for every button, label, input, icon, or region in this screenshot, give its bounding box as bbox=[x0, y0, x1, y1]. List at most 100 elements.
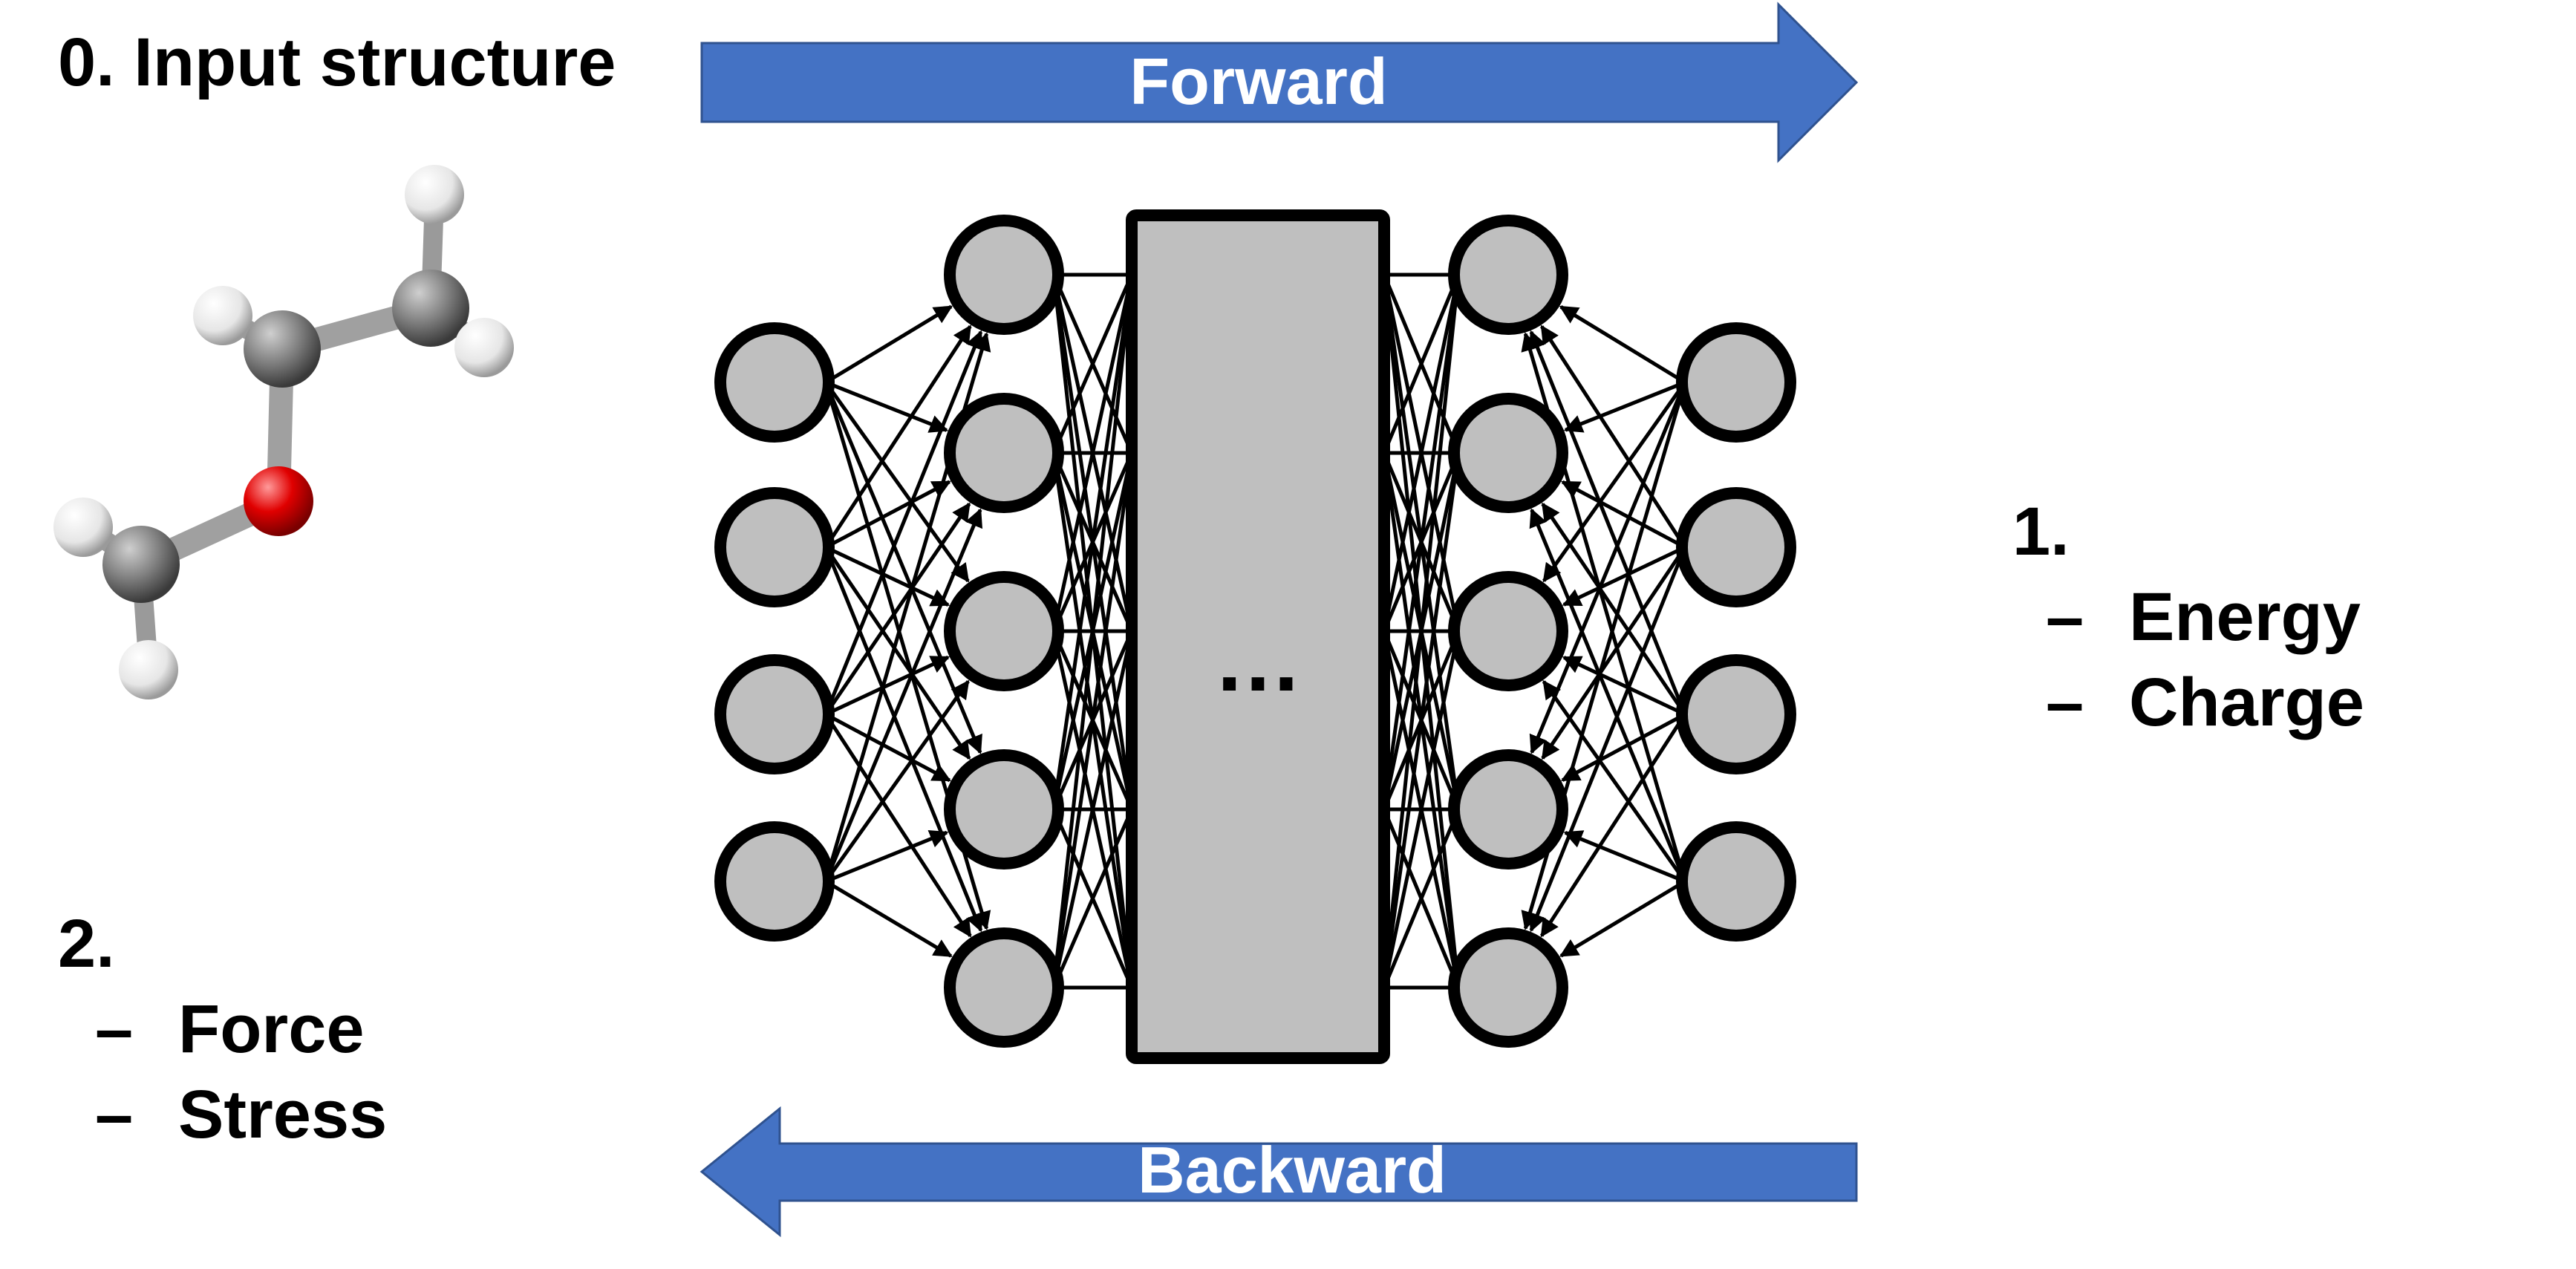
connection-line bbox=[1051, 274, 1134, 632]
connection-arrow bbox=[1559, 879, 1686, 958]
hidden-block-rect bbox=[1126, 209, 1390, 1064]
connection-line bbox=[1051, 808, 1134, 989]
connection-arrow bbox=[1528, 330, 1687, 715]
hydrogen-atom bbox=[454, 318, 514, 377]
input-layer-node bbox=[714, 322, 835, 443]
output-stress-item: –Stress bbox=[95, 1080, 387, 1149]
backward-arrow: Backward bbox=[700, 1106, 1858, 1238]
input-structure-title: 0. Input structure bbox=[58, 25, 616, 100]
connection-arrow bbox=[824, 381, 970, 583]
hidden-layer-node bbox=[944, 749, 1064, 870]
list-dash: – bbox=[95, 1077, 134, 1152]
forward-arrow: Forward bbox=[700, 1, 1859, 163]
connection-arrow bbox=[824, 324, 972, 549]
output-energy-label: Energy bbox=[2129, 579, 2361, 655]
connection-arrow bbox=[824, 508, 983, 882]
hidden-layer-node bbox=[944, 215, 1064, 335]
connection-arrow bbox=[1561, 480, 1686, 549]
connection-line bbox=[1051, 630, 1134, 988]
backward-arrow-shape bbox=[700, 1106, 1858, 1238]
connection-arrow bbox=[1563, 380, 1686, 433]
connection-line bbox=[1051, 452, 1134, 988]
connection-arrow bbox=[1541, 546, 1687, 760]
connection-arrow bbox=[824, 480, 951, 549]
network-connections bbox=[824, 273, 1687, 990]
output-layer-node bbox=[1676, 654, 1796, 774]
output-layer-node bbox=[1676, 821, 1796, 942]
connection-arrow bbox=[1542, 679, 1687, 883]
connection-arrow bbox=[1539, 713, 1687, 938]
connection-line bbox=[1382, 630, 1461, 988]
connection-arrow bbox=[1562, 656, 1686, 717]
connection-arrow bbox=[824, 655, 950, 717]
hidden-block-ellipsis: … bbox=[1213, 610, 1302, 710]
molecule-ball-and-stick bbox=[53, 165, 514, 699]
forward-arrow-shape bbox=[700, 1, 1859, 163]
connection-arrow bbox=[824, 330, 983, 715]
connection-arrow bbox=[825, 829, 949, 884]
connection-arrow bbox=[825, 380, 949, 433]
hidden-layer-node bbox=[1448, 215, 1568, 335]
hidden-layer-node bbox=[944, 393, 1064, 513]
list-dash: – bbox=[2046, 665, 2084, 740]
connection-line bbox=[1382, 274, 1461, 988]
hidden-layer-node bbox=[1448, 571, 1568, 691]
connection-line bbox=[1382, 274, 1461, 454]
connection-arrow bbox=[824, 547, 984, 933]
connection-arrow bbox=[1560, 712, 1686, 782]
network-nodes bbox=[714, 215, 1796, 1048]
connection-arrow bbox=[1540, 324, 1687, 549]
outputs-first-number: 1. bbox=[2012, 494, 2070, 570]
connection-line bbox=[1382, 452, 1461, 988]
connection-arrow bbox=[824, 545, 950, 607]
carbon-atom bbox=[102, 526, 180, 603]
hidden-layer-node bbox=[944, 927, 1064, 1048]
output-charge-item: –Charge bbox=[2046, 668, 2364, 737]
connection-arrow bbox=[824, 713, 972, 938]
hydrogen-atom bbox=[193, 286, 252, 345]
connection-arrow bbox=[1559, 305, 1686, 385]
connection-line bbox=[1051, 273, 1134, 454]
oxygen-atom bbox=[244, 466, 313, 536]
output-layer-node bbox=[1676, 322, 1796, 443]
hydrogen-atom bbox=[405, 165, 464, 224]
connection-arrow bbox=[1563, 830, 1686, 884]
hidden-layer-node bbox=[1448, 927, 1568, 1048]
output-energy-item: –Energy bbox=[2046, 583, 2361, 651]
connection-arrow bbox=[1541, 502, 1687, 716]
output-stress-label: Stress bbox=[178, 1077, 388, 1152]
connection-line bbox=[1051, 274, 1134, 810]
connection-arrow bbox=[824, 879, 953, 958]
carbon-atom bbox=[244, 310, 321, 388]
connection-line bbox=[1382, 274, 1461, 810]
output-charge-label: Charge bbox=[2129, 665, 2364, 740]
list-dash: – bbox=[2046, 579, 2084, 655]
connection-line bbox=[1382, 809, 1461, 988]
hidden-layer-node bbox=[1448, 393, 1568, 513]
forward-arrow-label: Forward bbox=[1129, 45, 1387, 118]
output-force-item: –Force bbox=[95, 995, 365, 1063]
hidden-layer-node bbox=[944, 571, 1064, 691]
input-layer-node bbox=[714, 487, 835, 607]
connection-line bbox=[1382, 274, 1461, 632]
connection-arrow bbox=[824, 712, 951, 783]
connection-arrow bbox=[824, 679, 970, 883]
hydrogen-atom bbox=[53, 498, 113, 557]
hydrogen-atom bbox=[119, 640, 178, 699]
backward-arrow-label: Backward bbox=[1138, 1133, 1447, 1207]
connection-arrow bbox=[824, 502, 971, 716]
connection-arrow bbox=[1528, 547, 1687, 933]
outputs-second-number: 2. bbox=[58, 906, 115, 982]
connection-arrow bbox=[824, 304, 953, 385]
connection-arrow bbox=[824, 546, 971, 760]
input-layer-node bbox=[714, 821, 835, 942]
output-force-label: Force bbox=[178, 991, 365, 1067]
connection-arrow bbox=[1562, 545, 1686, 607]
hidden-layer-node bbox=[1448, 749, 1568, 870]
hidden-layers-block: … bbox=[1126, 209, 1390, 1064]
list-dash: – bbox=[95, 991, 134, 1067]
carbon-atom bbox=[392, 270, 469, 347]
output-layer-node bbox=[1676, 487, 1796, 607]
input-layer-node bbox=[714, 654, 835, 774]
